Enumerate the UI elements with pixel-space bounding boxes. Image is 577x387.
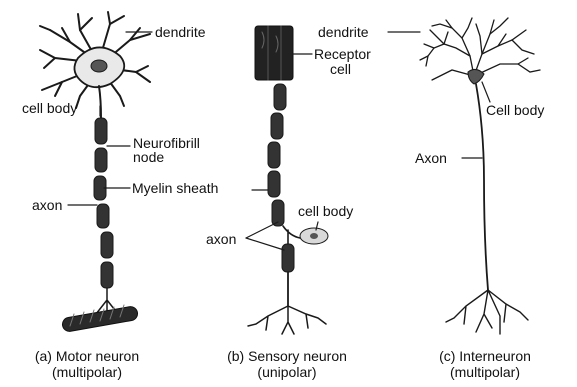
motor-nucleus	[91, 60, 107, 72]
caption-inter-title: (c) Interneuron	[410, 348, 560, 364]
inter-axon-label: Axon	[415, 151, 447, 166]
caption-inter-type: (multipolar)	[410, 364, 560, 380]
sensory-cell-body-label: cell body	[298, 204, 353, 219]
receptor-label-line1: Receptor	[314, 47, 371, 62]
sensory-cell-body	[300, 228, 328, 244]
caption-sensory-type: (unipolar)	[192, 364, 382, 380]
sensory-axon-label: axon	[206, 232, 236, 247]
caption-interneuron: (c) Interneuron (multipolar)	[410, 348, 560, 380]
inter-axon-terminals	[446, 290, 528, 334]
motor-axon-label: axon	[32, 198, 62, 213]
sensory-myelin-upper	[268, 84, 286, 226]
neurofibril-label-line2: node	[133, 150, 164, 165]
caption-motor-neuron: (a) Motor neuron (multipolar)	[2, 348, 172, 380]
sensory-neuron	[246, 26, 328, 334]
inter-dendrite-label: dendrite	[318, 25, 369, 40]
caption-sensory-title: (b) Sensory neuron	[192, 348, 382, 364]
myelin-sheath-label: Myelin sheath	[132, 181, 218, 196]
receptor-cell	[255, 26, 293, 80]
sensory-myelin-lower	[282, 244, 294, 272]
receptor-label-line2: cell	[330, 62, 351, 77]
caption-motor-type: (multipolar)	[2, 364, 172, 380]
inter-leader-lines	[388, 32, 490, 158]
interneuron	[388, 18, 540, 334]
caption-sensory-neuron: (b) Sensory neuron (unipolar)	[192, 348, 382, 380]
sensory-axon-terminals	[248, 306, 326, 334]
inter-cell-body-label: Cell body	[486, 103, 544, 118]
motor-myelin-sheath	[94, 118, 113, 288]
motor-dendrite-label: dendrite	[155, 25, 206, 40]
sensory-axon-junction	[283, 226, 300, 244]
motor-neuron	[40, 12, 152, 332]
motor-cell-body-label: cell body	[22, 101, 77, 116]
caption-motor-title: (a) Motor neuron	[2, 348, 172, 364]
